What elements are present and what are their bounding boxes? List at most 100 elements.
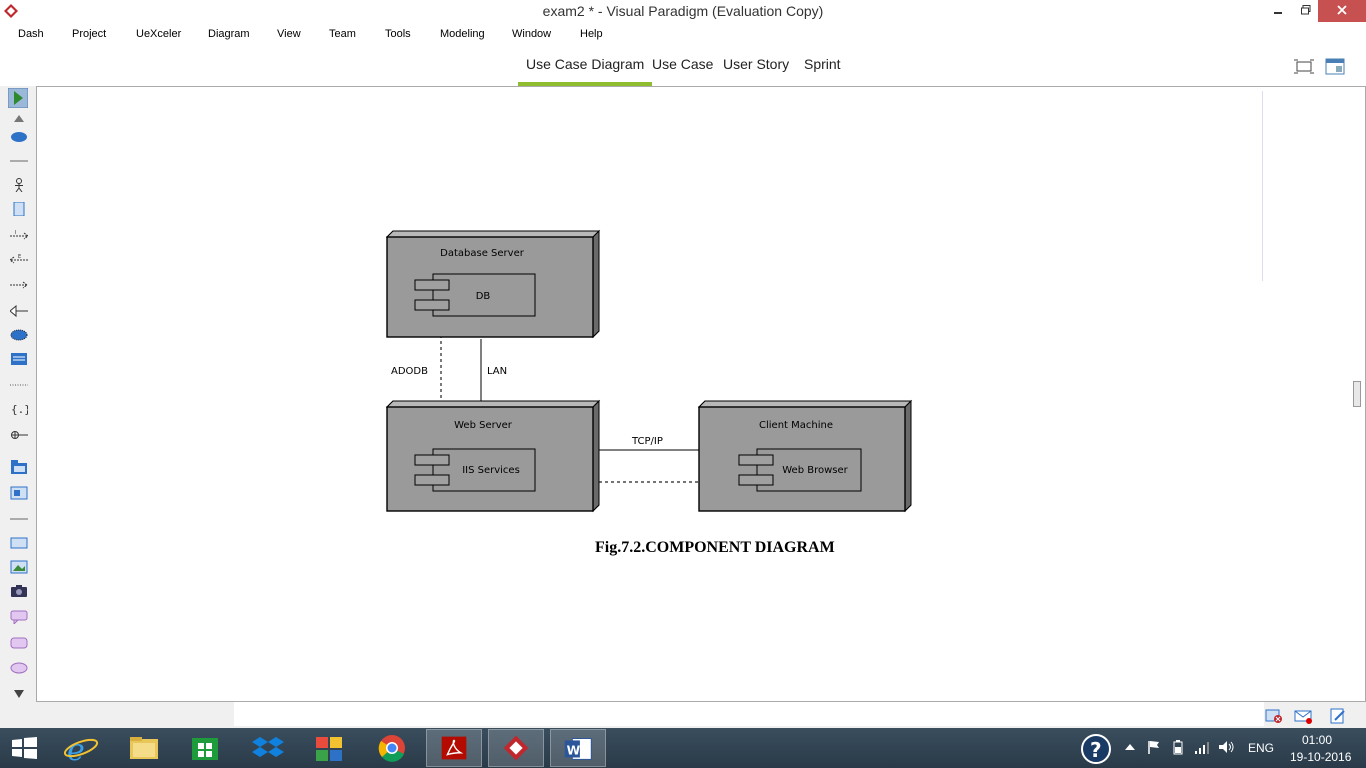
include-tool-icon[interactable]: I <box>10 228 28 242</box>
oval-tool-icon[interactable] <box>10 661 28 675</box>
label-tcpip: TCP/IP <box>631 436 663 447</box>
network-signal-icon[interactable] <box>1194 739 1210 755</box>
model-tool-icon[interactable] <box>10 486 28 500</box>
containment-tool-icon[interactable] <box>10 428 28 442</box>
tab-use-case-diagram[interactable]: Use Case Diagram <box>518 56 653 86</box>
component-label-db: DB <box>476 291 491 302</box>
node-client-machine[interactable]: Client Machine Web Browser <box>697 399 913 513</box>
svg-text:E: E <box>18 254 21 260</box>
system-tool-icon[interactable] <box>10 202 28 216</box>
svg-text:W: W <box>567 744 581 758</box>
tab-user-story[interactable]: User Story <box>723 56 790 72</box>
callout-tool-icon[interactable] <box>10 610 28 624</box>
camera-tool-icon[interactable] <box>10 584 28 598</box>
anchor-tool-icon[interactable] <box>10 378 28 392</box>
note-tool-icon[interactable] <box>10 352 28 366</box>
scroll-up-icon[interactable] <box>10 112 28 126</box>
component-db[interactable]: DB <box>414 273 536 317</box>
edit-notes-icon[interactable] <box>1329 708 1347 724</box>
clock-time[interactable]: 01:00 <box>1302 733 1333 747</box>
help-icon[interactable]: ? <box>1080 733 1112 765</box>
component-iis-services[interactable]: IIS Services <box>414 448 536 492</box>
rounded-rectangle-tool-icon[interactable] <box>10 636 28 650</box>
perspective-tabs: Use Case Diagram Use Case User Story Spr… <box>0 46 1366 86</box>
node-web-server[interactable]: Web Server IIS Services <box>385 399 601 513</box>
node-title-client-machine: Client Machine <box>759 420 833 431</box>
chrome-icon[interactable] <box>364 729 420 767</box>
clock-date[interactable]: 19-10-2016 <box>1290 750 1352 764</box>
menu-diagram[interactable]: Diagram <box>208 28 250 40</box>
menu-modeling[interactable]: Modeling <box>440 28 485 40</box>
windows-start-icon[interactable] <box>0 729 50 767</box>
use-case-tool-icon[interactable] <box>10 130 28 144</box>
label-adodb: ADODB <box>391 366 428 377</box>
rectangle-tool-icon[interactable] <box>10 536 28 550</box>
window-title: exam2 * - Visual Paradigm (Evaluation Co… <box>542 3 824 19</box>
minimize-icon <box>1274 12 1282 14</box>
input-language[interactable]: ENG <box>1248 741 1275 755</box>
tab-use-case[interactable]: Use Case <box>652 56 714 72</box>
scroll-down-icon[interactable] <box>10 686 28 700</box>
dropbox-icon[interactable] <box>240 729 296 767</box>
menu-tools[interactable]: Tools <box>385 28 411 40</box>
svg-text:I: I <box>15 230 16 236</box>
business-use-case-icon[interactable] <box>10 328 28 342</box>
adobe-reader-icon[interactable] <box>426 729 482 767</box>
menu-bar: Dash Project UeXceler Diagram View Team … <box>0 24 1366 46</box>
menu-uexceler[interactable]: UeXceler <box>136 28 182 40</box>
status-bar <box>0 702 1366 728</box>
svg-text:{.}: {.} <box>11 403 28 416</box>
page-boundary-line <box>1262 91 1263 281</box>
component-label-web-browser: Web Browser <box>782 465 848 476</box>
title-bar: exam2 * - Visual Paradigm (Evaluation Co… <box>0 0 1366 24</box>
svg-text:e: e <box>67 733 85 767</box>
menu-dash[interactable]: Dash <box>18 28 44 40</box>
constraint-tool-icon[interactable]: {.} <box>10 402 28 416</box>
windows-taskbar: e W ? ENG 01:00 19 <box>0 728 1366 768</box>
separator-line-icon <box>10 518 28 520</box>
restore-icon <box>1301 5 1311 15</box>
puzzle-app-icon[interactable] <box>302 729 358 767</box>
battery-icon[interactable] <box>1170 739 1186 755</box>
minimize-button[interactable] <box>1263 0 1293 22</box>
diagram-toolbar: I E {.} <box>0 86 36 702</box>
canvas-scroll-grip[interactable] <box>1353 381 1361 407</box>
diagram-canvas[interactable]: Database Server DB Web Server IIS Servic… <box>36 86 1366 702</box>
menu-team[interactable]: Team <box>329 28 356 40</box>
node-database-server[interactable]: Database Server DB <box>385 229 601 339</box>
status-message-area <box>234 702 1264 726</box>
close-icon <box>1337 5 1347 15</box>
microsoft-word-icon[interactable]: W <box>550 729 606 767</box>
visual-paradigm-taskbar-icon[interactable] <box>488 729 544 767</box>
fit-diagram-icon[interactable] <box>1294 58 1314 75</box>
visual-paradigm-logo-icon <box>4 4 18 18</box>
file-explorer-icon[interactable] <box>116 729 172 767</box>
menu-help[interactable]: Help <box>580 28 603 40</box>
close-button[interactable] <box>1318 0 1366 22</box>
menu-project[interactable]: Project <box>72 28 107 40</box>
component-label-iis-services: IIS Services <box>462 465 520 476</box>
tab-sprint[interactable]: Sprint <box>804 56 841 72</box>
windows-store-icon[interactable] <box>178 729 234 767</box>
dependency-tool-icon[interactable] <box>10 278 28 292</box>
restore-button[interactable] <box>1291 0 1321 22</box>
action-center-flag-icon[interactable] <box>1146 739 1162 755</box>
tray-expand-icon[interactable] <box>1124 742 1136 752</box>
actor-tool-icon[interactable] <box>10 178 28 192</box>
internet-explorer-icon[interactable]: e <box>53 729 109 767</box>
volume-icon[interactable] <box>1218 739 1234 755</box>
separator-line-icon <box>10 160 28 162</box>
menu-view[interactable]: View <box>277 28 301 40</box>
mail-notification-icon[interactable] <box>1294 708 1312 724</box>
generalization-tool-icon[interactable] <box>10 304 28 318</box>
node-title-database-server: Database Server <box>440 248 525 259</box>
selector-tool-icon[interactable] <box>8 88 28 108</box>
layout-panel-icon[interactable] <box>1325 58 1345 75</box>
menu-window[interactable]: Window <box>512 28 552 40</box>
diagram-close-icon[interactable] <box>1265 708 1283 724</box>
component-web-browser[interactable]: Web Browser <box>738 448 862 492</box>
extend-tool-icon[interactable]: E <box>10 252 28 266</box>
package-tool-icon[interactable] <box>10 460 28 474</box>
image-tool-icon[interactable] <box>10 560 28 574</box>
diagram-caption: Fig.7.2.COMPONENT DIAGRAM <box>595 539 835 556</box>
